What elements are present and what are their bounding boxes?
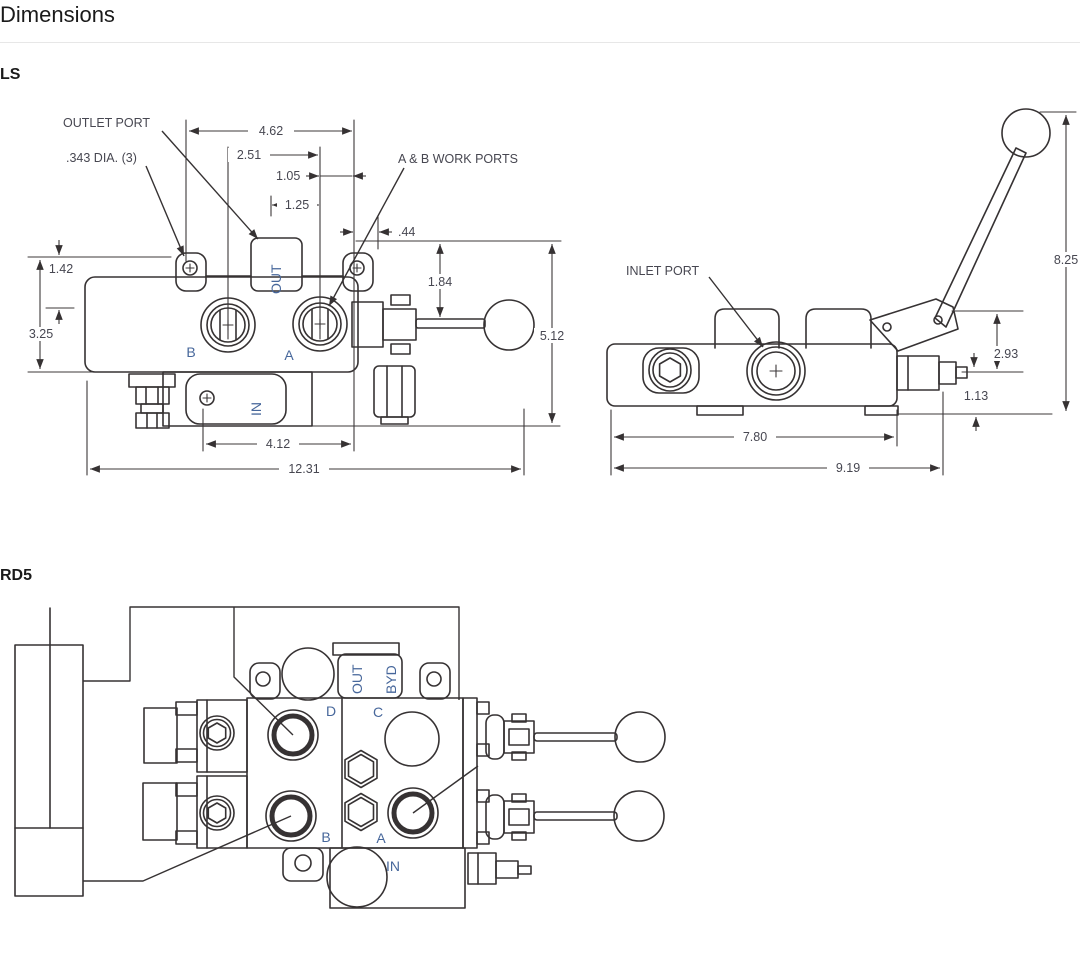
ls-end-view: 8.25 2.93 1.13 7.80 9.19 INLET PORT [606,108,1080,476]
ls-side-view: B A OUT IN 4. [25,116,571,476]
section-heading-rd5: RD5 [0,567,33,584]
rd5-port-b [265,790,317,842]
ls-dim-port-span: 2.51 [237,148,261,162]
ls-dim-top-width: 4.62 [259,124,283,138]
rd5-center-hex-nuts [344,749,378,832]
ls-end-dim-lines [614,115,1070,472]
page-title: Dimensions [0,2,115,27]
rd5-lower-fitting [467,852,532,885]
ls-port-label-b: B [186,344,195,360]
rd5-port-label-d: D [326,703,336,719]
ls-dim-body-height: 3.25 [29,327,53,341]
ls-callout-inlet-port: INLET PORT [626,264,700,278]
ls-dim-end-mount-span: 7.80 [743,430,767,444]
ls-dim-handle-drop: 1.84 [428,275,452,289]
ls-dim-overall-length: 12.31 [288,462,319,476]
rd5-port-label-in: IN [386,858,400,874]
ls-port-label-in: IN [248,402,264,416]
ls-port-label-a: A [284,347,294,363]
ls-port-label-out: OUT [268,264,284,294]
rd5-top-deck [249,642,451,701]
divider [0,42,1080,43]
ls-dim-spool-face: .44 [398,225,415,239]
ls-mount-holes [182,260,365,406]
ls-dim-handle-height: 8.25 [1054,253,1078,267]
rd5-port-a [387,787,439,839]
rd5-port-label-byd: BYD [383,665,399,694]
rd5-port-d [267,709,319,761]
rd5-port-c [384,711,440,767]
ls-end-spool-cap [896,355,968,391]
ls-dim-ear-drop: 1.42 [49,262,73,276]
rd5-bottom-tab [282,846,466,909]
ls-relief-nut [128,373,176,429]
rd5-left-hex-bolts [199,715,235,831]
rd5-drawing: D C B A IN OUT BYD [14,606,666,909]
ls-callout-outlet-port: OUTLET PORT [63,116,150,130]
ls-dim-mount-span: 4.12 [266,437,290,451]
ls-hex-fitting [373,365,416,425]
ls-end-inlet-port [746,341,806,401]
rd5-lever-lower [485,790,665,842]
ls-callout-work-ports: A & B WORK PORTS [398,152,518,166]
rd5-knob-upper [614,711,666,763]
ls-end-extension-lines [610,111,1077,476]
ls-dim-base-height: 1.13 [964,389,988,403]
ls-end-knob-ball [1001,108,1051,158]
rd5-leader-lines [83,606,479,882]
rd5-lever-upper [485,711,666,763]
ls-end-hex-port [642,347,700,394]
ls-end-handle [869,108,1051,352]
rd5-port-label-c: C [373,704,383,720]
ls-dim-plateau: 1.25 [285,198,309,212]
ls-dim-end-overall-length: 9.19 [836,461,860,475]
ls-work-port-b [200,297,256,353]
ls-callout-dia: .343 DIA. (3) [66,151,137,165]
ls-handle [351,294,535,355]
ls-work-port-a [292,296,348,352]
ls-dim-overall-height: 5.12 [540,329,564,343]
rd5-port-label-a: A [376,830,386,846]
ls-knob-ball [483,299,535,351]
ls-valve-body [84,237,374,427]
rd5-knob-lower [613,790,665,842]
rd5-valve-block [142,697,464,849]
rd5-port-label-b: B [321,829,330,845]
rd5-port-label-out: OUT [349,664,365,694]
rd5-end-plate [462,697,490,849]
ls-drawing: B A OUT IN 4. [25,108,1080,476]
ls-dim-port-face: 1.05 [276,169,300,183]
rd5-bracket-box [14,607,84,897]
ls-dim-pivot-drop: 2.93 [994,347,1018,361]
section-heading-ls: LS [0,66,21,83]
